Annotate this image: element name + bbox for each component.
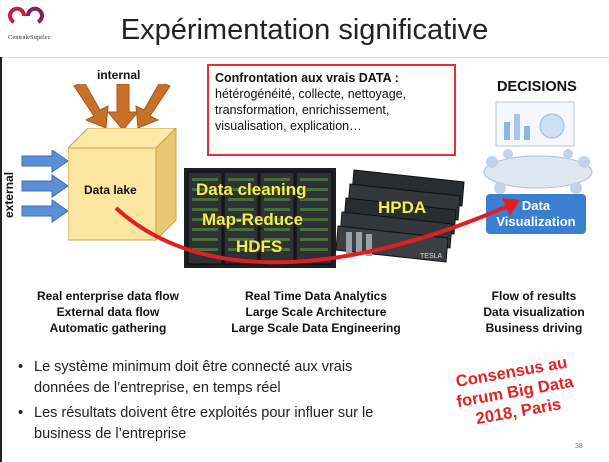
red-flow-arrow	[114, 198, 520, 265]
internal-label: internal	[97, 68, 141, 82]
map-reduce-label: Map-Reduce	[202, 210, 304, 229]
column-analytics: Real Time Data Analytics Large Scale Arc…	[216, 288, 416, 336]
svg-text:TESLA: TESLA	[420, 253, 443, 260]
external-arrows	[21, 150, 69, 223]
title-divider	[0, 57, 609, 58]
external-arrow-1-icon	[21, 150, 69, 173]
data-confrontation-callout: Confrontation aux vrais DATA : hétérogén…	[207, 64, 456, 156]
meeting-room-illustration	[483, 101, 593, 194]
callout-title: Confrontation aux vrais DATA :	[215, 71, 399, 85]
left-border	[0, 57, 2, 462]
logo-text: CentraleSupélec	[8, 34, 51, 41]
data-lake-label: Data lake	[84, 183, 137, 197]
slide-title: Expérimentation significative	[120, 14, 489, 46]
internal-arrows	[73, 84, 171, 131]
server-cluster-image	[184, 168, 336, 268]
external-label: external	[2, 171, 16, 218]
column-line: Real Time Data Analytics	[244, 289, 388, 303]
bullet-list: Le système minimum doit être connecté au…	[18, 357, 378, 445]
bullet-item: Le système minimum doit être connecté au…	[18, 357, 378, 399]
decisions-label: DECISIONS	[497, 79, 577, 95]
internal-arrow-1-icon	[73, 84, 109, 129]
data-visualization-box: Data Visualization	[486, 194, 586, 234]
data-cleaning-label: Data cleaning	[196, 180, 307, 199]
internal-arrow-3-icon	[135, 84, 171, 129]
internal-arrow-2-icon	[106, 84, 140, 131]
column-line: External data flow	[56, 305, 160, 319]
column-line: Business driving	[485, 321, 583, 335]
column-line: Automatic gathering	[49, 321, 167, 335]
logo-mark-icon	[8, 6, 44, 24]
column-line: Flow of results	[491, 289, 577, 303]
external-arrow-3-icon	[21, 199, 69, 223]
column-line: Large Scale Data Engineering	[231, 321, 401, 335]
data-visualization-label: Data Visualization	[496, 198, 576, 229]
column-line: Data visualization	[483, 305, 585, 319]
column-results: Flow of results Data visualization Busin…	[470, 288, 598, 336]
external-arrow-2-icon	[21, 174, 69, 198]
column-line: Large Scale Architecture	[245, 305, 387, 319]
hdfs-label: HDFS	[236, 237, 283, 256]
data-lake-cube	[68, 128, 177, 242]
bullet-item: Les résultats doivent être exploités pou…	[18, 403, 378, 445]
page-number: 38	[575, 443, 583, 450]
centralesupelec-logo: CentraleSupélec	[6, 4, 62, 52]
hpda-label: HPDA	[378, 198, 427, 217]
column-enterprise-flow: Real enterprise data flow External data …	[18, 288, 198, 336]
consensus-note: Consensus au forum Big Data 2018, Paris	[436, 349, 594, 434]
callout-body: hétérogénéité, collecte, nettoyage, tran…	[215, 87, 407, 133]
column-line: Real enterprise data flow	[36, 289, 180, 303]
